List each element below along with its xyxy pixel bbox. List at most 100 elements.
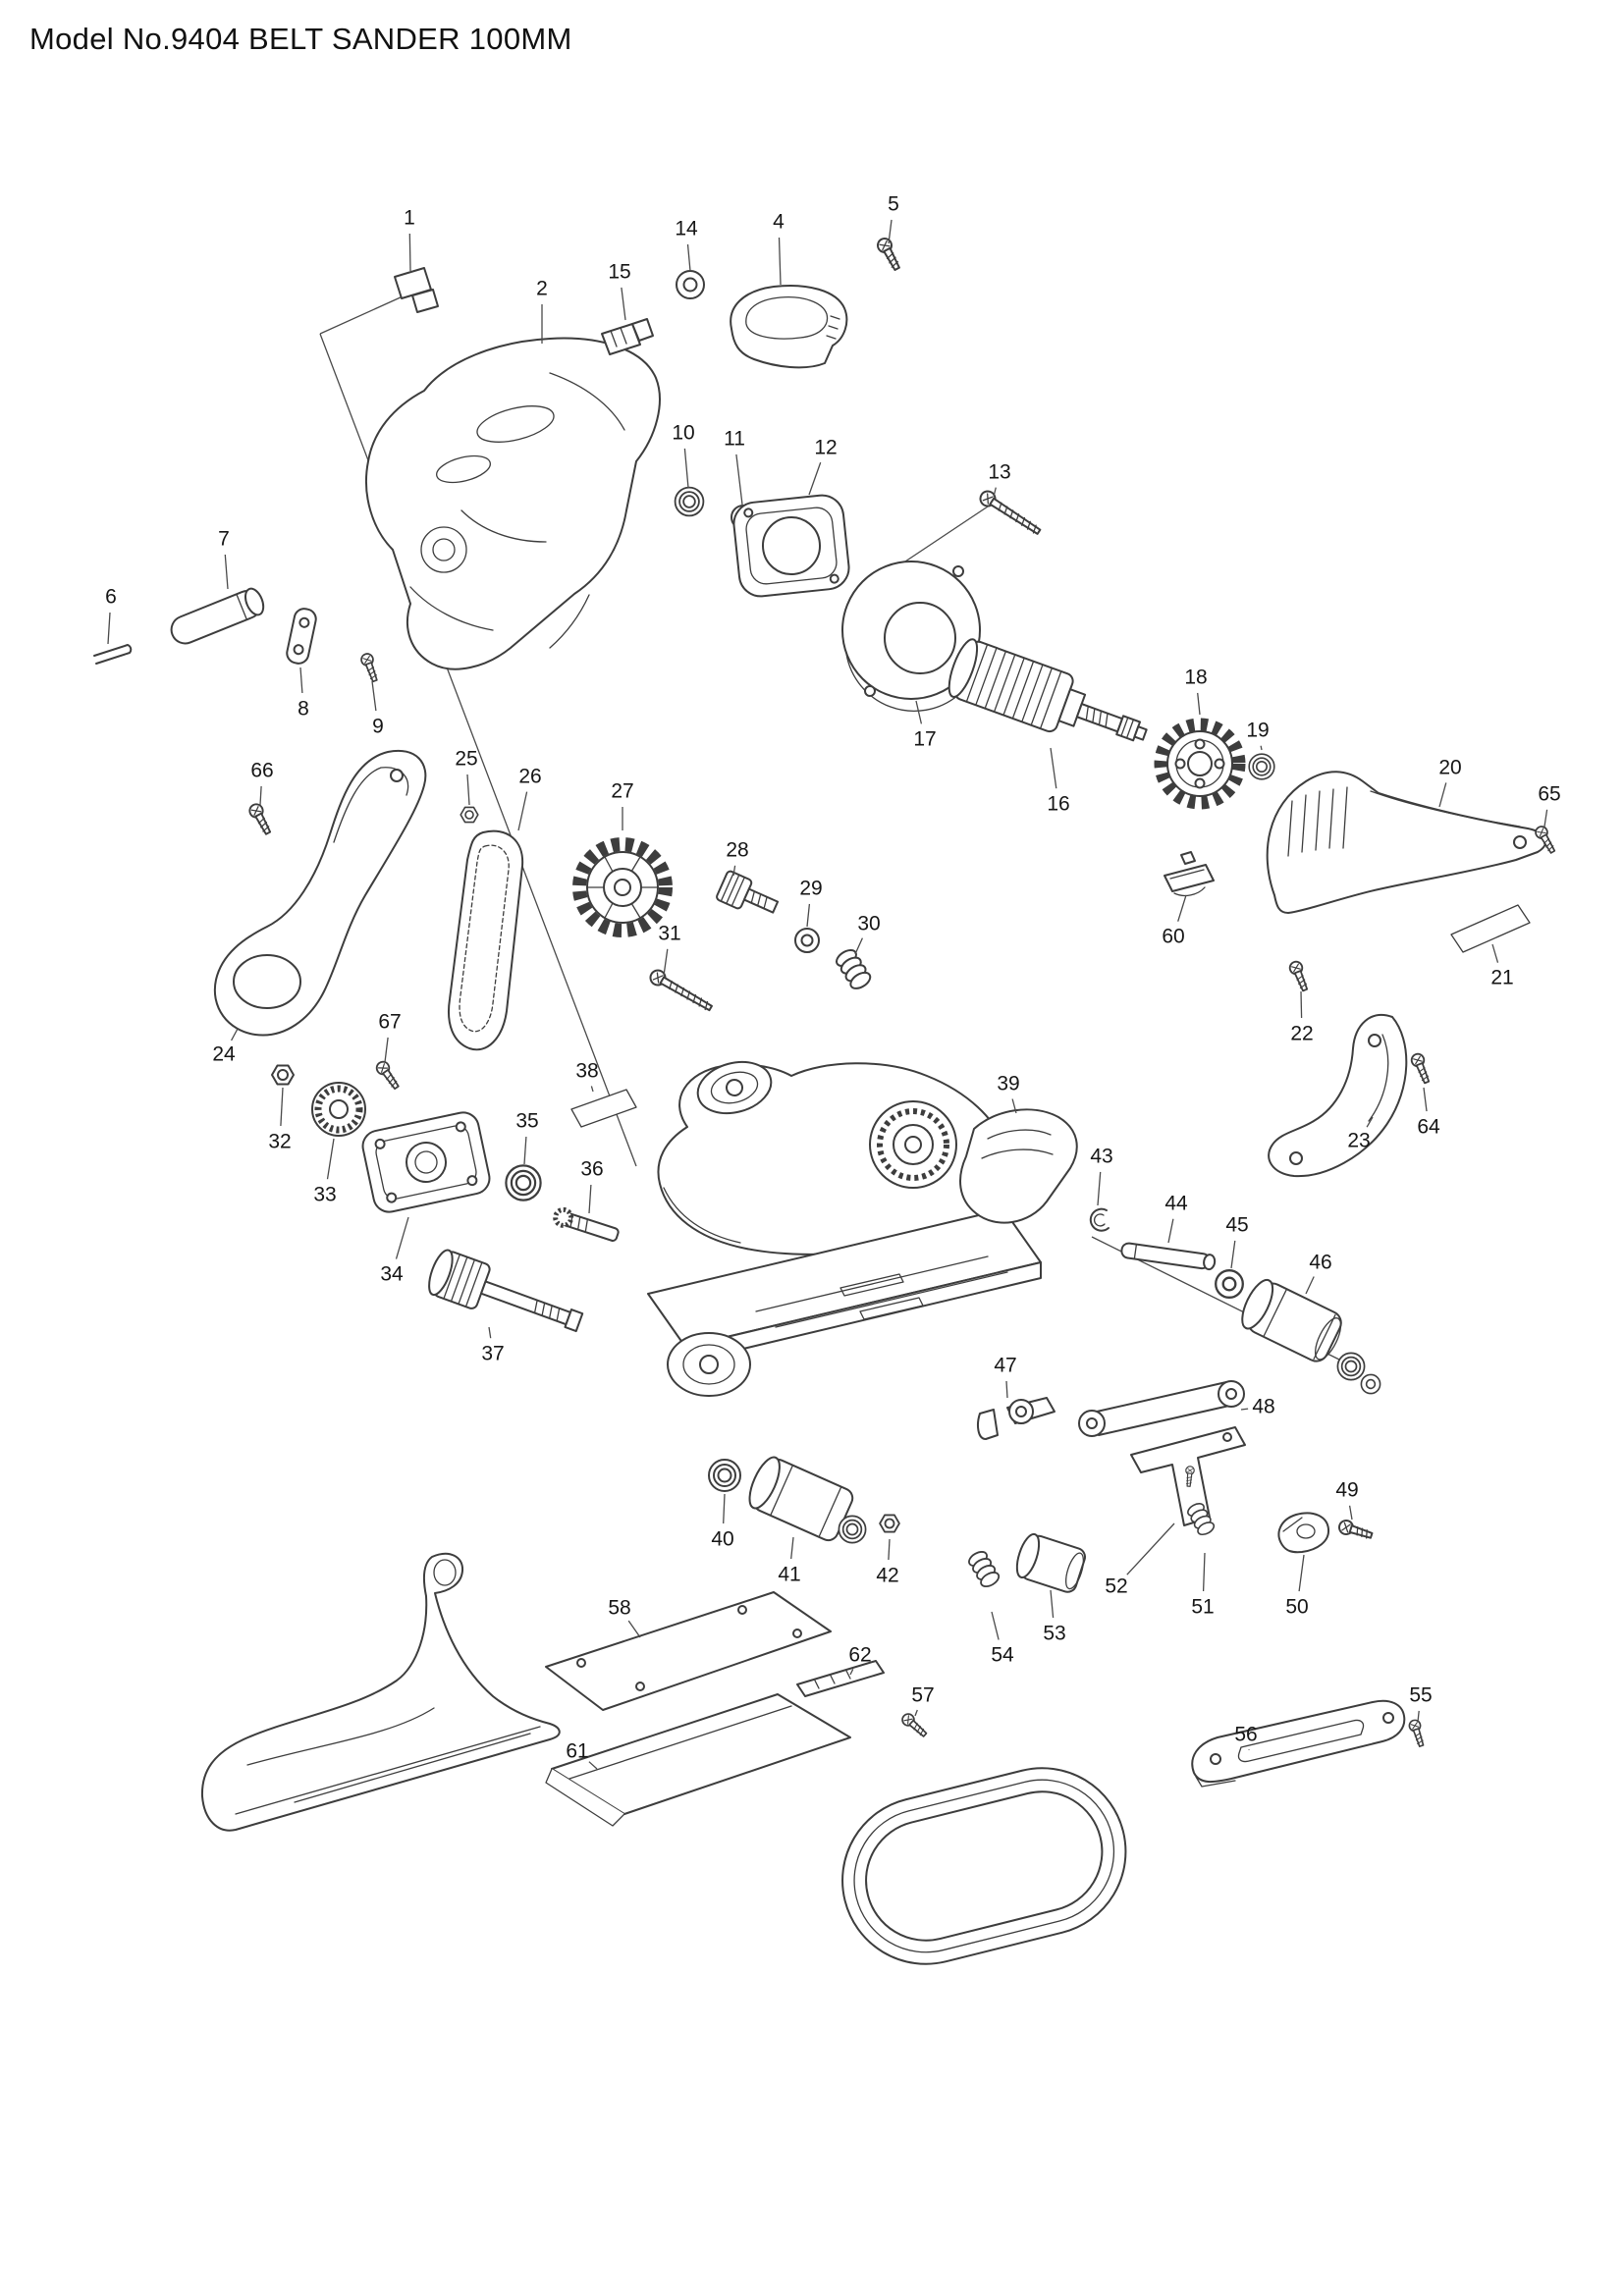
part-label-1: 1 [404, 207, 415, 230]
part-label-65: 65 [1538, 783, 1560, 806]
part-label-22: 22 [1290, 1023, 1313, 1045]
part-22-screw [1286, 958, 1312, 993]
leader-line-35 [523, 1136, 527, 1165]
part-label-28: 28 [726, 839, 748, 862]
leader-line-46 [1305, 1276, 1315, 1295]
leader-line-42 [888, 1538, 891, 1561]
part-label-18: 18 [1184, 667, 1207, 689]
leader-line-24 [231, 1028, 239, 1041]
leader-line-67 [384, 1037, 389, 1063]
diagram-title: Model No.9404 BELT SANDER 100MM [29, 22, 572, 56]
part-24-belt-cover [213, 749, 427, 1037]
part-label-13: 13 [988, 461, 1010, 484]
leader-line-30 [854, 937, 863, 955]
part-47-lever [977, 1397, 1056, 1440]
part-34-bearing-plate [361, 1111, 491, 1213]
leader-line-17 [915, 700, 923, 724]
part-label-40: 40 [711, 1528, 733, 1551]
part-56-adjust-lever [1191, 1699, 1406, 1788]
part-label-53: 53 [1043, 1623, 1065, 1645]
part-36-gear-shaft [553, 1206, 620, 1242]
part-6-pin [93, 644, 133, 665]
leader-line-1 [408, 233, 411, 272]
part-label-20: 20 [1438, 757, 1461, 779]
part-16-armature [947, 638, 1148, 742]
leader-line-26 [517, 791, 528, 831]
part-label-48: 48 [1252, 1396, 1274, 1418]
part-label-58: 58 [608, 1597, 630, 1620]
part-19-bearing [1248, 753, 1275, 780]
part-29-washer [794, 928, 820, 953]
leader-line-53 [1050, 1589, 1055, 1619]
part-43-retaining-ring [1089, 1207, 1110, 1232]
leader-line-11 [735, 454, 743, 506]
part-12-field [732, 494, 850, 598]
part-label-6: 6 [105, 586, 117, 609]
part-48-tension-lever [1078, 1380, 1245, 1437]
leader-line-51 [1202, 1552, 1206, 1592]
part-31-screw [646, 966, 716, 1016]
part-2-motor-housing [365, 337, 661, 670]
part-label-4: 4 [773, 211, 785, 234]
part-label-2: 2 [536, 278, 548, 300]
part-28-knob [716, 870, 780, 914]
part-61-base-plate [545, 1693, 851, 1827]
part-44-pin [1120, 1242, 1217, 1271]
part-32-nut [271, 1064, 295, 1086]
leader-line-50 [1298, 1554, 1305, 1592]
part-label-55: 55 [1409, 1684, 1432, 1707]
leader-line-25 [466, 774, 470, 806]
part-label-17: 17 [913, 728, 936, 751]
part-label-33: 33 [313, 1184, 336, 1206]
part-label-38: 38 [575, 1060, 598, 1083]
leader-line-43 [1097, 1171, 1102, 1206]
part-label-16: 16 [1047, 793, 1069, 816]
part-label-7: 7 [218, 528, 230, 551]
part-label-26: 26 [518, 766, 541, 788]
part-label-51: 51 [1191, 1596, 1214, 1619]
part-label-42: 42 [876, 1565, 898, 1587]
part-40-bearing [708, 1459, 741, 1492]
sanding-belt [841, 1767, 1127, 1965]
part-label-21: 21 [1490, 967, 1513, 989]
leader-line-13 [993, 487, 997, 498]
leader-line-20 [1438, 782, 1447, 808]
leader-line-21 [1491, 943, 1499, 963]
leader-line-5 [888, 219, 893, 244]
part-label-30: 30 [857, 913, 880, 935]
leader-lines-layer [107, 219, 1548, 1770]
leader-line-61 [588, 1761, 598, 1770]
part-7-handle-bar [170, 587, 265, 645]
part-45-washer [1215, 1269, 1244, 1299]
leader-line-31 [663, 948, 669, 977]
leader-line-36 [588, 1184, 592, 1214]
part-label-12: 12 [814, 437, 837, 459]
leader-line-52 [1126, 1522, 1175, 1575]
leader-line-12 [808, 461, 822, 496]
part-10-bearing [674, 486, 705, 517]
part-label-14: 14 [675, 218, 698, 240]
part-67-screw [373, 1058, 403, 1093]
part-41-front-roller [748, 1456, 867, 1544]
part-20-handle-base [1266, 771, 1547, 914]
part-23-grip-cover [1268, 1014, 1408, 1178]
part-27-fan-pulley [572, 837, 673, 937]
part-label-5: 5 [888, 193, 899, 216]
part-4-handle-cover [730, 285, 848, 369]
part-label-41: 41 [778, 1564, 800, 1586]
part-13-screw [976, 487, 1045, 540]
part-1-brush-cap [394, 267, 439, 313]
leader-line-16 [1050, 747, 1057, 789]
part-15-connector [601, 318, 654, 355]
part-60-brush-holder [1164, 851, 1215, 897]
part-label-67: 67 [378, 1011, 401, 1034]
part-label-23: 23 [1347, 1130, 1370, 1152]
leader-line-41 [790, 1536, 794, 1560]
leader-line-40 [723, 1493, 726, 1524]
part-label-47: 47 [994, 1355, 1016, 1377]
part-label-54: 54 [991, 1644, 1014, 1667]
leader-line-66 [259, 785, 262, 806]
leader-line-32 [280, 1087, 284, 1127]
